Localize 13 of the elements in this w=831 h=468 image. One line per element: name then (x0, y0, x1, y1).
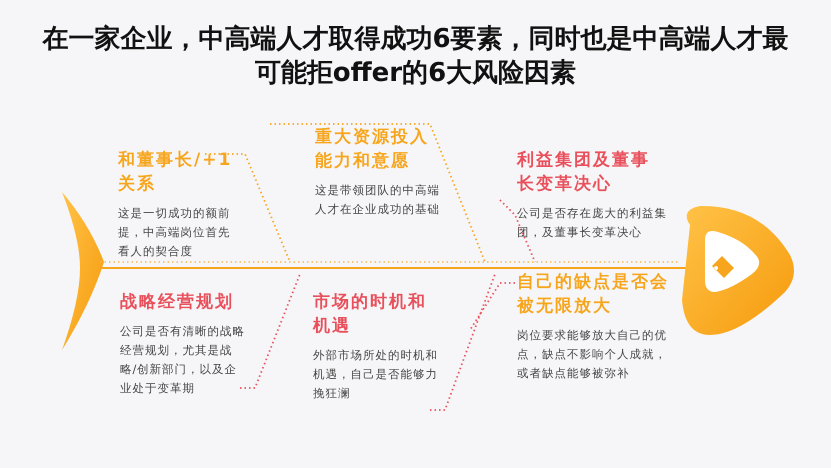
factor-heading: 战略经营规划 (120, 291, 235, 314)
factor-heading: 重大资源投入能力和意愿 (315, 126, 430, 173)
factor-heading: 市场的时机和机遇 (313, 291, 428, 338)
factor-heading: 和董事长/+1关系 (118, 149, 234, 196)
title: 在一家企业，中高端人才取得成功6要素，同时也是中高端人才最可能拒offer的6大风险因素 (41, 23, 790, 90)
factor-description: 这是带领团队的中高端人才在企业成功的基础 (315, 182, 441, 218)
factor-description: 外部市场所处的时机和机遇，自己是否能够力挽狂澜 (313, 347, 438, 402)
factor-heading: 自己的缺点是否会被无限放大 (517, 271, 670, 318)
factor-description: 公司是否存在庞大的利益集团，及董事长变革决心 (517, 205, 667, 241)
factor-description: 公司是否有清晰的战略经营规划，尤其是战略/创新部门，以及企业处于变革期 (120, 323, 245, 397)
factor-heading: 利益集团及董事长变革决心 (517, 149, 651, 196)
factor-description: 岗位要求能够放大自己的优点，缺点不影响个人成就，或者缺点能够被弥补 (517, 327, 668, 382)
factor-description: 这是一切成功的额前提，中高端岗位首先看人的契合度 (118, 205, 232, 260)
